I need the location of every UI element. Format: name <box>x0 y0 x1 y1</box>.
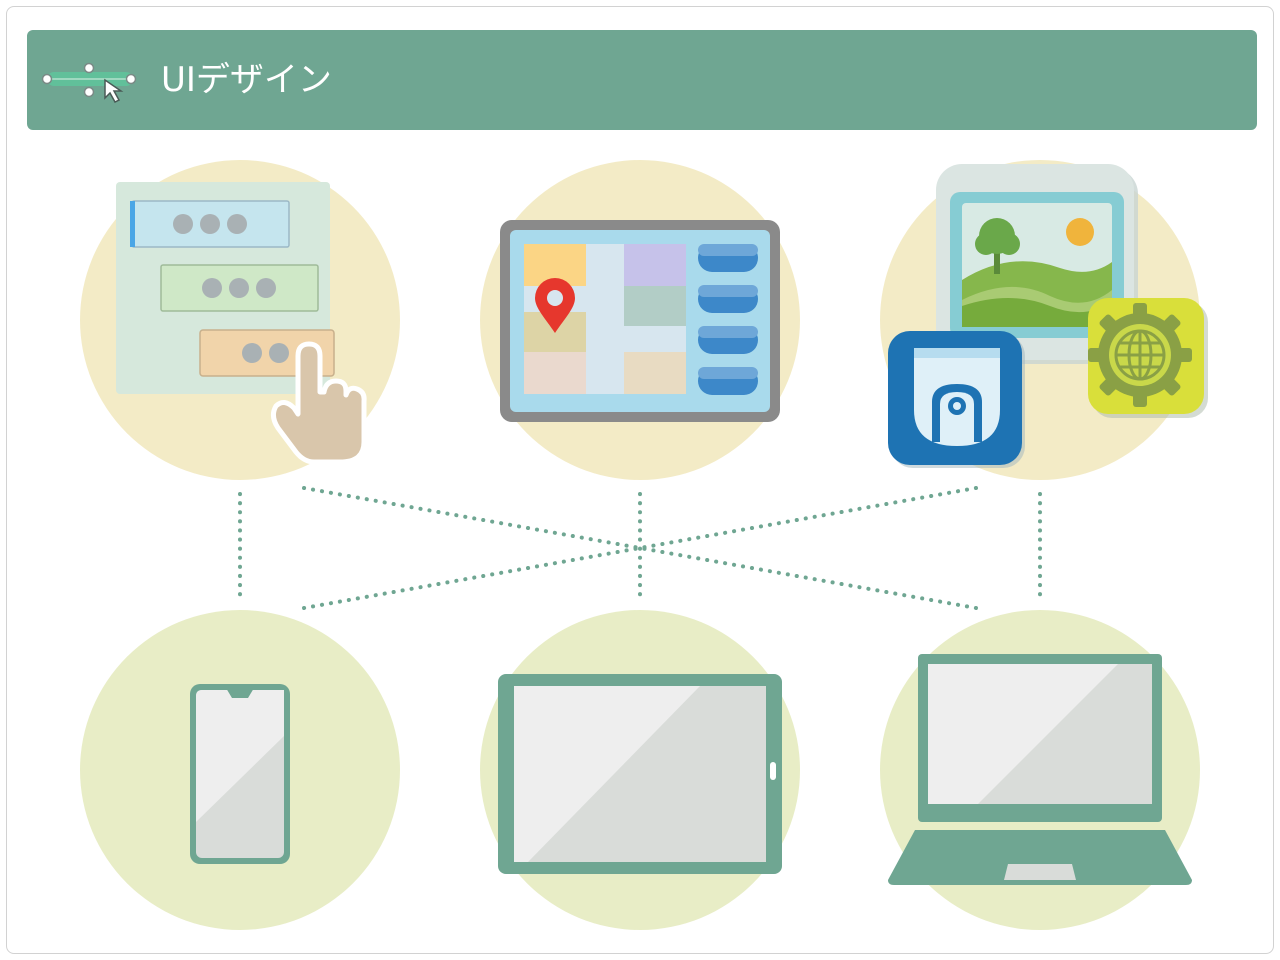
button-click-icon <box>116 182 367 465</box>
connector-lines <box>238 486 1042 610</box>
tablet-icon <box>498 674 782 874</box>
map-pin-icon <box>500 220 780 422</box>
laptop-icon <box>888 654 1192 885</box>
page-title: UIデザイン <box>161 60 332 100</box>
smartphone-icon <box>190 684 290 864</box>
header-bar: UIデザイン <box>27 30 1257 130</box>
ui-flow-cursor-icon <box>41 62 137 103</box>
app-icons-icon <box>888 164 1208 468</box>
